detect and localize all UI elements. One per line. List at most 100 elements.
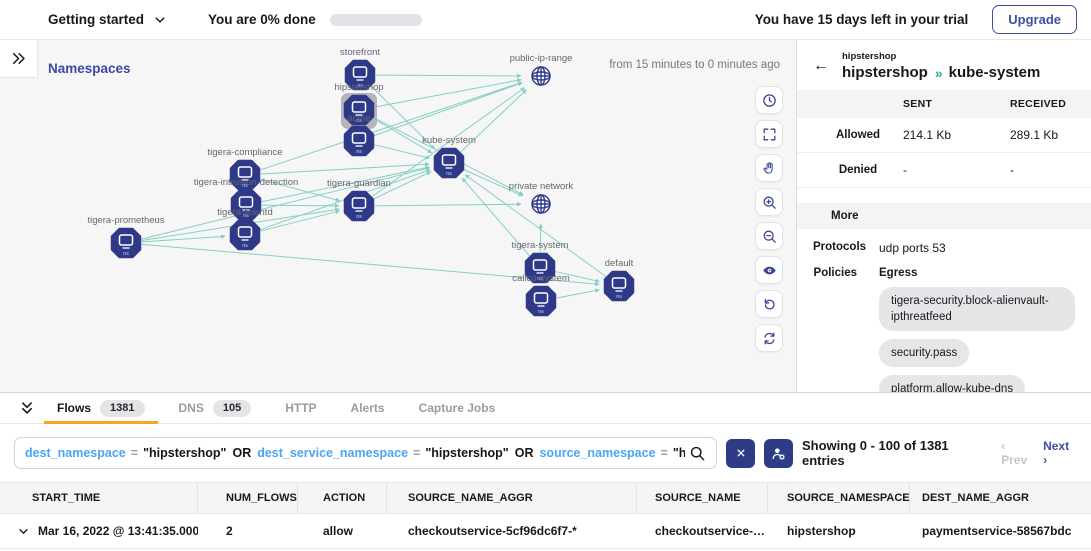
tab-count-badge: 105 xyxy=(212,399,252,417)
zoom-out-button[interactable] xyxy=(755,222,783,250)
pan-icon xyxy=(762,161,773,174)
graph-node-tigera-guardian[interactable]: ns tigera-guardian xyxy=(327,178,391,222)
progress-label: You are 0% done xyxy=(208,12,316,27)
cell-dest_name_aggr: paymentservice-58567bdc xyxy=(922,524,1072,538)
expand-button[interactable] xyxy=(755,120,783,148)
upgrade-button[interactable]: Upgrade xyxy=(992,5,1077,34)
graph-edge-tigera-prometheus--kube-system xyxy=(141,166,431,240)
globe-icon xyxy=(531,194,551,214)
graph-node-label: tigera-system xyxy=(511,240,568,251)
details-row-label: Denied xyxy=(838,164,878,176)
graph-edge-tigera-system--kube-system xyxy=(461,177,530,257)
svg-text:ns: ns xyxy=(538,309,544,315)
protocols-label: Protocols xyxy=(813,241,867,253)
graph-node-label: default xyxy=(605,258,634,269)
graph-edge-acme--public-ip-range xyxy=(373,81,523,137)
svg-text:ns: ns xyxy=(242,243,248,249)
cell-source_name: checkoutservice-… xyxy=(655,524,766,538)
tab-label: DNS xyxy=(178,401,204,415)
column-header-num_flows: NUM_FLOWS xyxy=(198,483,298,513)
expand-icon xyxy=(763,128,775,140)
undo-button[interactable] xyxy=(755,290,783,318)
graph-edge-tigera-fluentd--tigera-guardian xyxy=(260,209,341,232)
history-button[interactable] xyxy=(755,86,783,114)
policy-pill: platform.allow-kube-dns xyxy=(879,375,1026,392)
query-token-op: = xyxy=(413,446,421,460)
query-token-bool: OR xyxy=(514,446,534,460)
svg-text:ns: ns xyxy=(356,214,362,220)
graph-edge-kube-system--private-network xyxy=(463,169,524,197)
expand-row-chevron-icon[interactable] xyxy=(18,526,29,537)
query-token-field: dest_service_namespace xyxy=(257,446,409,460)
clear-filter-button[interactable] xyxy=(726,438,755,468)
tab-http[interactable]: HTTP xyxy=(272,393,329,423)
svg-text:ns: ns xyxy=(356,149,362,155)
graph-node-label: tigera-prometheus xyxy=(87,215,164,226)
zoom-out-icon xyxy=(763,230,776,243)
query-token-op: = xyxy=(130,446,139,460)
trial-countdown: You have 15 days left in your trial xyxy=(754,12,969,27)
tab-capture-jobs[interactable]: Capture Jobs xyxy=(406,393,509,423)
tab-alerts[interactable]: Alerts xyxy=(338,393,398,423)
expand-sidebar-button[interactable] xyxy=(0,40,38,78)
back-button[interactable]: ← xyxy=(813,57,829,74)
graph-edge-hipstershop--kube-system xyxy=(372,117,433,154)
graph-edge-tigera-compliance--public-ip-range xyxy=(260,81,523,171)
pagination: ‹ Prev Next › xyxy=(1001,439,1073,467)
details-target: kube-system xyxy=(948,64,1041,81)
cell-source_name_aggr: checkoutservice-5cf96dc6f7-* xyxy=(408,524,577,538)
zoom-in-button[interactable] xyxy=(755,188,783,216)
query-token-op: = xyxy=(660,446,668,460)
next-page-button[interactable]: Next › xyxy=(1043,439,1070,467)
policy-list: tigera-security.block-alienvault-ipthrea… xyxy=(879,287,1075,392)
svg-text:ns: ns xyxy=(243,213,249,219)
graph-node-label: tigera-compliance xyxy=(208,147,283,158)
visibility-button[interactable] xyxy=(755,256,783,284)
details-row-denied: Denied-- xyxy=(797,153,1091,188)
graph-edge-tigera-guardian--kube-system xyxy=(373,171,432,200)
details-title: hipstershop » kube-system xyxy=(842,64,1040,81)
graph-node-label: hipstershop xyxy=(334,82,383,93)
graph-node-label: private network xyxy=(509,181,574,192)
graph-node-label: storefront xyxy=(340,47,380,58)
progress-bar xyxy=(329,13,422,26)
graph-edge-tigera-intrusion-detection--kube-system xyxy=(261,165,430,203)
user-settings-button[interactable] xyxy=(764,438,793,468)
tab-label: Flows xyxy=(57,401,92,415)
graph-node-label: tigera-guardian xyxy=(327,178,391,189)
query-token-field: source_namespace xyxy=(539,446,656,460)
sent-column-header: SENT xyxy=(903,98,933,110)
graph-node-private-network[interactable]: private network xyxy=(509,181,574,214)
getting-started-menu[interactable]: Getting started xyxy=(48,12,166,27)
graph-node-public-ip-range[interactable]: public-ip-range xyxy=(510,53,573,86)
column-header-dest_name_aggr: DEST_NAME_AGGR xyxy=(922,492,1029,504)
collapse-panel-button[interactable] xyxy=(10,393,44,423)
refresh-icon xyxy=(763,332,775,344)
tab-dns[interactable]: DNS 105 xyxy=(166,393,265,423)
graph-view-title: Namespaces xyxy=(48,61,131,76)
pan-button[interactable] xyxy=(755,154,783,182)
refresh-button[interactable] xyxy=(755,324,783,352)
cell-source_namespace: hipstershop xyxy=(787,524,856,538)
prev-page-button[interactable]: ‹ Prev xyxy=(1001,439,1028,467)
topbar: Getting started You are 0% done You have… xyxy=(0,0,1091,40)
